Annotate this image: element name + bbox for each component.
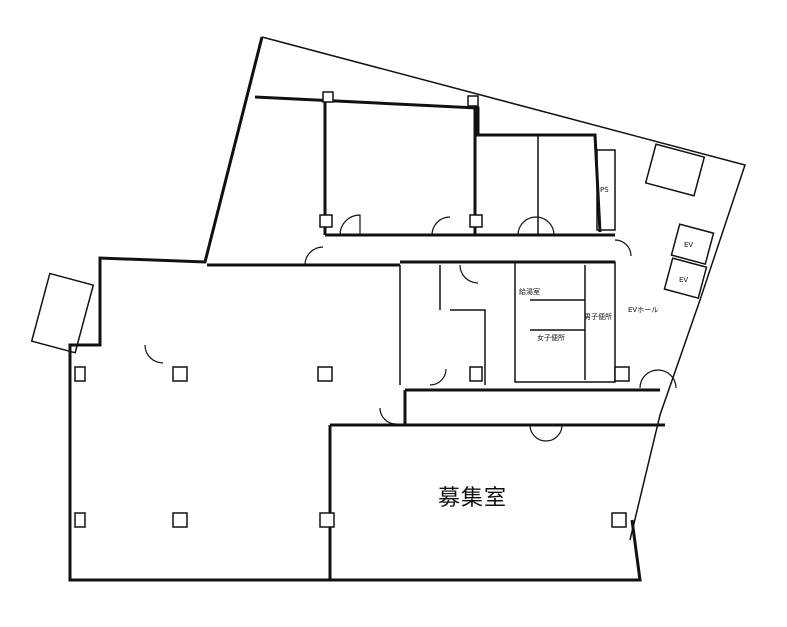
kitchen-label: 給湯室	[519, 288, 540, 296]
mens-toilet-label: 男子便所	[584, 313, 612, 321]
elevator-label: EV	[679, 276, 689, 284]
doors	[144, 214, 677, 442]
outer-walls	[30, 36, 746, 582]
womens-toilet-label: 女子便所	[537, 334, 565, 342]
ev-hall-label: EVホール	[628, 306, 659, 314]
elevator-label: EV	[684, 241, 694, 249]
stairs	[30, 143, 706, 354]
room-label-recruitment: 募集室	[438, 486, 508, 511]
pipe-shaft-label: PS	[600, 186, 609, 194]
columns	[74, 91, 630, 528]
